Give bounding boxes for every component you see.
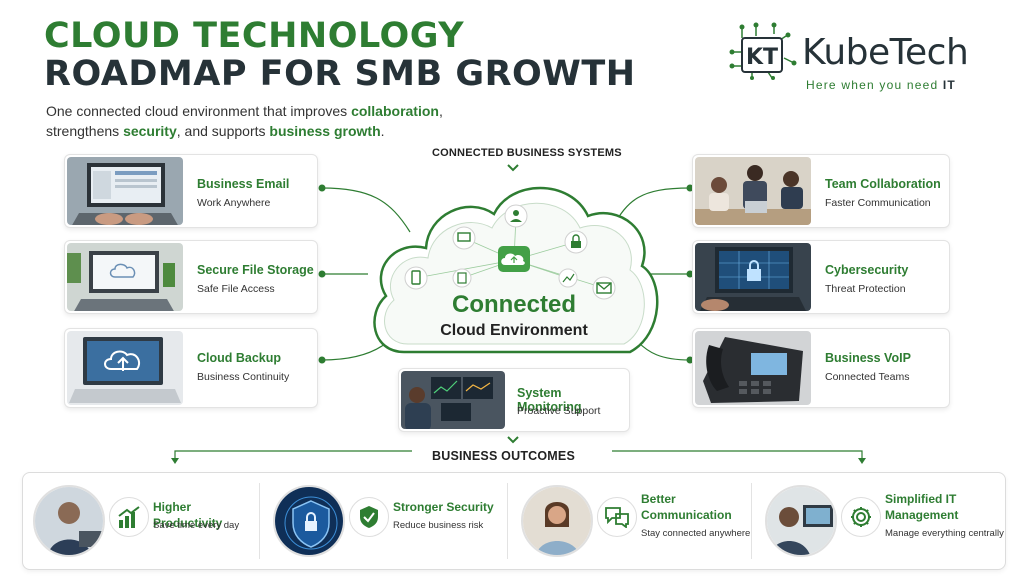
connected-systems-label: CONNECTED BUSINESS SYSTEMS [432,147,622,159]
cloud-title: Connected [451,291,576,318]
outcome-higher-productivity: Higher Productivity Save time every day [23,473,263,569]
card-system-monitoring[interactable]: System Monitoring Proactive Support [398,368,630,432]
card-subtitle: Safe File Access [197,283,275,295]
monitoring-photo [401,371,505,429]
card-title: Cybersecurity [825,263,909,277]
card-subtitle: Business Continuity [197,371,290,383]
card-subtitle: Threat Protection [825,283,906,295]
outcome-subtitle: Save time every day [153,520,240,531]
chat-icon [597,497,637,537]
card-business-voip[interactable]: Business VoIP Connected Teams [692,328,950,408]
phone-icon [404,266,428,290]
avatar [765,485,837,557]
chevron-down-icon [507,164,519,172]
avatar [33,485,105,557]
cloud-subtitle: Cloud Environment [440,322,588,339]
card-team-collaboration[interactable]: Team Collaboration Faster Communication [692,154,950,228]
avatar [521,485,593,557]
monitor-icon [452,226,476,250]
card-subtitle: Proactive Support [517,405,601,417]
outcome-subtitle: Reduce business risk [393,520,484,531]
chart-up-icon [109,497,149,537]
card-subtitle: Work Anywhere [197,197,271,209]
connected-cloud: Connected Cloud Environment [364,174,664,374]
document-icon [452,268,472,288]
security-shield-image [273,485,345,557]
outcome-title: Stronger Security [393,500,494,514]
card-title: Business Email [197,177,290,191]
kubetech-logo: KT KubeTech Here when you need IT [728,16,998,96]
mail-icon [592,276,616,300]
lock-icon [564,230,588,254]
outcome-stronger-security: Stronger Security Reduce business risk [263,473,509,569]
kt-logo-mark-icon: KT [729,22,797,80]
logo-tagline: Here when you need IT [806,78,956,92]
card-title: System Monitoring [517,386,582,414]
logo-wordmark: KubeTech [802,32,969,73]
laptop-photo [67,157,183,225]
card-subtitle: Faster Communication [825,197,931,209]
users-icon [504,204,528,228]
card-title: Cloud Backup [197,351,282,365]
security-laptop-photo [695,243,811,311]
card-cloud-backup[interactable]: Cloud Backup Business Continuity [64,328,318,408]
card-secure-file-storage[interactable]: Secure File Storage Safe File Access [64,240,318,314]
card-cybersecurity[interactable]: Cybersecurity Threat Protection [692,240,950,314]
page-title-line1: CLOUD TECHNOLOGY [44,16,465,56]
card-title: Team Collaboration [825,177,941,191]
outcome-title: Higher Productivity [153,500,223,530]
svg-text:KT: KT [746,45,778,70]
page-title-line2: ROADMAP FOR SMB GROWTH [44,54,636,94]
voip-phone-photo [695,331,811,405]
cloud-upload-icon [498,246,530,272]
shield-check-icon [349,497,389,537]
card-title: Secure File Storage [197,263,314,277]
laptop-cloud-photo [67,243,183,311]
business-outcomes-panel: Higher Productivity Save time every day … [22,472,1006,570]
chart-icon [558,268,578,288]
gear-icon [841,497,881,537]
chevron-down-icon [507,436,519,444]
card-subtitle: Connected Teams [825,371,910,383]
cloud-shape [373,186,659,354]
laptop-upload-photo [67,331,183,405]
outcome-subtitle: Stay connected anywhere [641,528,751,539]
card-business-email[interactable]: Business Email Work Anywhere [64,154,318,228]
card-title: Business VoIP [825,351,911,365]
team-meeting-photo [695,157,811,225]
page-subtitle: One connected cloud environment that imp… [46,103,443,139]
business-outcomes-label: BUSINESS OUTCOMES [432,449,575,463]
outcome-subtitle: Manage everything centrally [885,528,1004,539]
